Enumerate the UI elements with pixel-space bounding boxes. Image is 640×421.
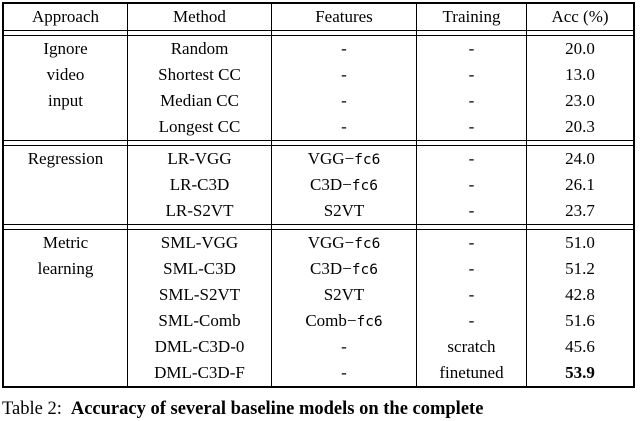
table-caption: Table 2: Accuracy of several baseline mod…	[2, 397, 640, 421]
baseline-results-table: Approach Method Features Training Acc (%…	[2, 2, 635, 388]
cell-training: -	[417, 36, 527, 62]
caption-label: Table 2:	[2, 399, 62, 419]
cell-training: -	[417, 62, 527, 88]
cell-method: SML-Comb	[128, 308, 272, 334]
cell-features: C3D−fc6	[272, 256, 417, 282]
table-section-metric-learning: Metric learning SML-VGG VGG−fc6 - 51.0 S…	[4, 230, 633, 386]
double-rule	[4, 224, 633, 230]
cell-method: LR-VGG	[128, 146, 272, 172]
cell-features: VGG−fc6	[272, 146, 417, 172]
cell-acc: 13.0	[565, 65, 595, 84]
cell-approach: Regression	[4, 146, 128, 224]
cell-approach: Ignore video input	[4, 36, 128, 140]
cell-features: -	[272, 62, 417, 88]
cell-features: Comb−fc6	[272, 308, 417, 334]
cell-features: VGG−fc6	[272, 230, 417, 256]
header-cell-method: Method	[128, 4, 272, 30]
table-section-regression: Regression LR-VGG VGG−fc6 - 24.0 LR-C3D …	[4, 146, 633, 224]
cell-method: LR-C3D	[128, 172, 272, 198]
cell-method: SML-VGG	[128, 230, 272, 256]
approach-line: Ignore	[43, 39, 88, 58]
cell-acc: 51.2	[565, 259, 595, 278]
cell-acc: 23.0	[565, 91, 595, 110]
cell-training: -	[417, 114, 527, 140]
cell-features: -	[272, 88, 417, 114]
cell-training: -	[417, 172, 527, 198]
cell-method: LR-S2VT	[128, 198, 272, 224]
cell-features: -	[272, 360, 417, 386]
cell-features: S2VT	[272, 198, 417, 224]
header-cell-training: Training	[417, 4, 527, 30]
cell-acc: 42.8	[565, 285, 595, 304]
cell-method: Shortest CC	[128, 62, 272, 88]
cell-approach: Metric learning	[4, 230, 128, 386]
cell-method: SML-C3D	[128, 256, 272, 282]
approach-line: Regression	[27, 149, 104, 168]
cell-training: finetuned	[417, 360, 527, 386]
table-header-row: Approach Method Features Training Acc (%…	[4, 4, 633, 30]
caption-text: Accuracy of several baseline models on t…	[70, 399, 484, 419]
approach-line: video	[46, 65, 85, 84]
cell-training: -	[417, 256, 527, 282]
cell-acc-best: 53.9	[565, 363, 595, 382]
cell-features: -	[272, 36, 417, 62]
cell-acc: 20.0	[565, 39, 595, 58]
double-rule	[4, 30, 633, 36]
cell-acc: 26.1	[565, 175, 595, 194]
cell-training: -	[417, 88, 527, 114]
header-cell-features: Features	[272, 4, 417, 30]
double-rule	[4, 140, 633, 146]
approach-line: input	[48, 91, 83, 110]
cell-method: Median CC	[128, 88, 272, 114]
cell-method: SML-S2VT	[128, 282, 272, 308]
cell-method: Longest CC	[128, 114, 272, 140]
cell-features: -	[272, 334, 417, 360]
cell-features: -	[272, 114, 417, 140]
header-cell-approach: Approach	[4, 4, 128, 30]
approach-line: learning	[37, 259, 94, 278]
cell-acc: 45.6	[565, 337, 595, 356]
cell-features: C3D−fc6	[272, 172, 417, 198]
cell-acc: 51.0	[565, 233, 595, 252]
cell-training: -	[417, 282, 527, 308]
cell-features: S2VT	[272, 282, 417, 308]
cell-method: DML-C3D-0	[128, 334, 272, 360]
cell-acc: 51.6	[565, 311, 595, 330]
cell-method: Random	[128, 36, 272, 62]
cell-acc: 20.3	[565, 117, 595, 136]
cell-method: DML-C3D-F	[128, 360, 272, 386]
cell-training: -	[417, 230, 527, 256]
approach-line: Metric	[42, 233, 89, 252]
cell-training: -	[417, 198, 527, 224]
cell-training: -	[417, 146, 527, 172]
table-section-ignore-video-input: Ignore video input Random - - 20.0 Short…	[4, 36, 633, 140]
header-cell-acc: Acc (%)	[551, 7, 609, 26]
cell-acc: 23.7	[565, 201, 595, 220]
cell-training: scratch	[417, 334, 527, 360]
cell-training: -	[417, 308, 527, 334]
cell-acc: 24.0	[565, 149, 595, 168]
